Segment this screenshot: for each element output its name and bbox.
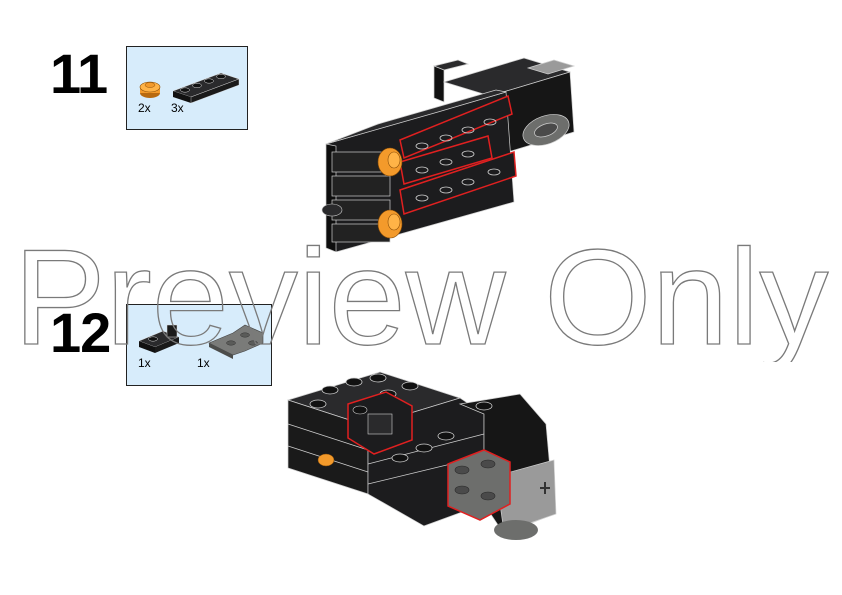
step-11-parts-box: 2x 3x (126, 46, 248, 130)
new-angle-plate-highlight (447, 449, 511, 521)
part-qty-black-plate: 3x (171, 101, 184, 115)
step-12-model-illustration (286, 371, 557, 540)
axle-hole-icon (540, 482, 550, 494)
grey-angle-plate-icon (208, 324, 264, 359)
part-qty-angle-plate: 1x (197, 356, 210, 370)
step-11-number: 11 (50, 42, 108, 105)
step-12-model (284, 364, 570, 551)
part-qty-orange-plate: 2x (138, 101, 151, 115)
step-11-model (318, 52, 588, 257)
step-12-number: 12 (50, 301, 111, 364)
new-clip-plate-highlight (347, 391, 413, 455)
black-clip-plate-icon (138, 324, 180, 353)
step-11-model-illustration (321, 57, 576, 253)
part-qty-clip-plate: 1x (138, 356, 151, 370)
orange-round-plate-icon (139, 81, 161, 98)
new-plates-highlight (399, 94, 517, 215)
black-plate-1x4-icon (172, 72, 240, 104)
orange-round-plates (377, 147, 403, 239)
step-12-parts-box: 1x 1x (126, 304, 272, 386)
